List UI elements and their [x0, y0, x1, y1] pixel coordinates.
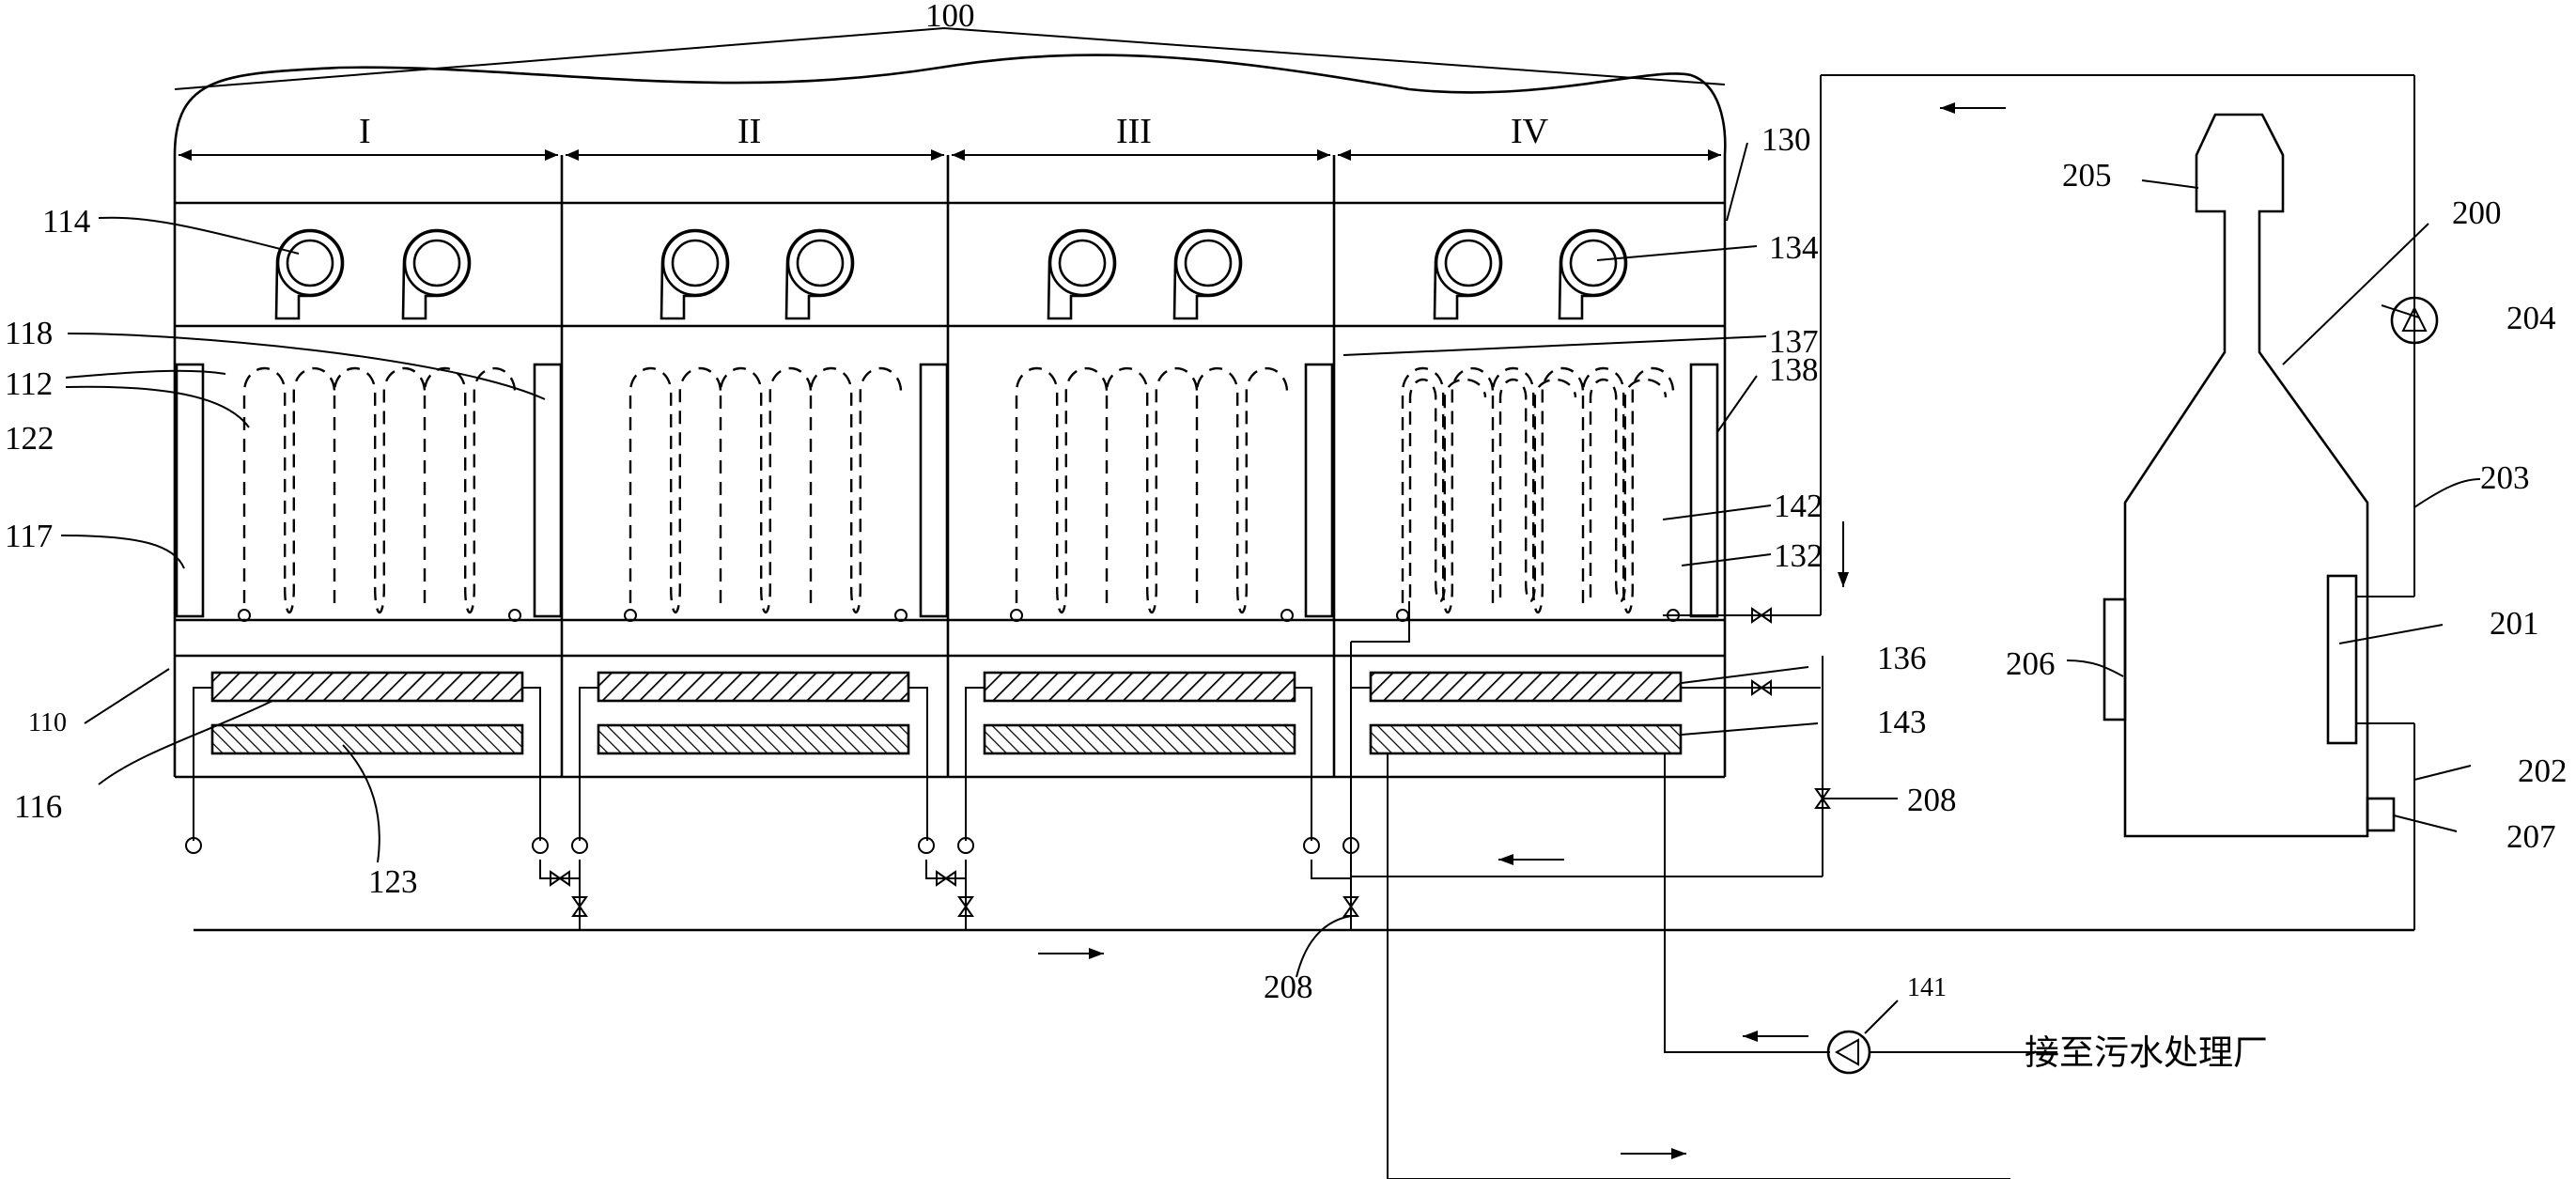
label-142: 142: [1774, 488, 1823, 524]
section-dimension-lines: [178, 149, 1721, 161]
section-label-3: III: [1116, 112, 1152, 151]
label-143: 143: [1877, 704, 1927, 740]
label-114: 114: [42, 203, 90, 240]
return-pipes: [194, 74, 2415, 1179]
fan-icon: [1558, 228, 1628, 320]
lower-trays: [210, 671, 1683, 755]
coil-122: [628, 366, 903, 614]
label-116: 116: [14, 788, 62, 825]
valve-icon: [1814, 788, 1831, 809]
label-205: 205: [2062, 157, 2112, 194]
label-202: 202: [2518, 752, 2568, 789]
flow-arrows: [1038, 102, 2006, 1159]
fan-icon: [1433, 228, 1503, 320]
valve-icon: [1342, 896, 1359, 917]
fan-icon: [1047, 228, 1117, 320]
label-200: 200: [2452, 194, 2502, 231]
side-boards: [175, 363, 1719, 618]
label-132: 132: [1774, 537, 1823, 574]
label-100: 100: [925, 0, 975, 34]
fan-icon: [1172, 228, 1243, 320]
label-122: 122: [5, 420, 54, 457]
sensor-icon: [1303, 837, 1320, 854]
sensor-icon: [532, 837, 549, 854]
label-203: 203: [2480, 459, 2530, 496]
tray-pipes: [193, 687, 1830, 1179]
vessel-200: [2103, 113, 2439, 838]
label-208-bottom: 208: [1264, 969, 1313, 1005]
fans: [274, 228, 1628, 320]
label-207: 207: [2506, 818, 2556, 855]
label-117: 117: [5, 518, 53, 554]
label-138: 138: [1769, 351, 1819, 388]
unit-wavy-outline: [173, 54, 1727, 156]
leader-lines: [60, 142, 2481, 978]
serpentine-coils: [238, 366, 1680, 622]
fan-icon: [274, 228, 345, 320]
label-206: 206: [2006, 645, 2056, 682]
sensor-icon: [185, 837, 202, 854]
fan-icon: [401, 228, 472, 320]
sensors: [185, 837, 1359, 854]
sensor-icon: [957, 837, 974, 854]
fan-icon: [660, 228, 730, 320]
label-130: 130: [1761, 121, 1811, 158]
sensor-icon: [918, 837, 935, 854]
valve-icon: [1751, 679, 1772, 696]
coil-122: [1015, 366, 1289, 614]
sensor-icon: [571, 837, 588, 854]
section-label-1: I: [359, 112, 371, 151]
label-208-right: 208: [1907, 782, 1957, 818]
valve-icon: [1751, 607, 1772, 624]
label-137: 137: [1769, 323, 1819, 360]
valve-icon: [571, 896, 588, 917]
label-118: 118: [5, 315, 53, 351]
label-136: 136: [1877, 640, 1927, 676]
valves: [550, 607, 1831, 917]
valve-icon: [550, 870, 570, 887]
reference-labels: 114 118 112 122 117 110 116 123 130 134 …: [5, 121, 2568, 1073]
label-204: 204: [2506, 300, 2556, 336]
coil-142: [1401, 366, 1675, 614]
section-label-2: II: [737, 112, 761, 151]
coil-122: [242, 366, 517, 614]
label-110: 110: [28, 708, 67, 737]
label-123: 123: [368, 863, 418, 900]
label-112: 112: [5, 365, 53, 402]
fan-icon: [784, 228, 855, 320]
label-134: 134: [1769, 229, 1819, 266]
brace-100: [174, 26, 1726, 90]
section-label-4: IV: [1511, 112, 1549, 151]
main-housing: [173, 155, 1727, 779]
label-141: 141: [1907, 973, 1947, 1002]
valve-icon: [957, 896, 974, 917]
pump-141: [1826, 1030, 1871, 1075]
label-201: 201: [2490, 605, 2539, 642]
wastewater-plant-label: 接至污水处理厂: [2025, 1032, 2268, 1073]
valve-icon: [936, 870, 956, 887]
